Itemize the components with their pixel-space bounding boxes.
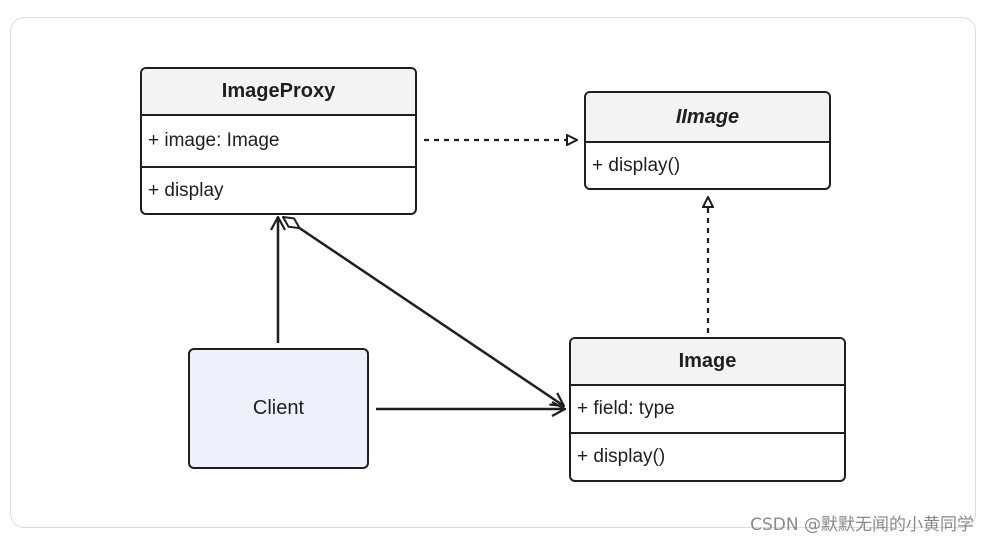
attribute-field: + field: type [571, 386, 844, 434]
aggregation-imageproxy-to-image [283, 217, 564, 406]
class-name-imageproxy: ImageProxy [142, 69, 415, 116]
method-display: + display() [577, 446, 666, 467]
client-label: Client [252, 397, 305, 419]
interface-name-iimage: IImage [586, 93, 829, 143]
class-imageproxy: ImageProxy + image: Image + display [140, 67, 417, 215]
method-display: + display() [592, 154, 681, 176]
client-box: Client [188, 348, 369, 469]
class-name-image: Image [571, 339, 844, 386]
class-image: Image + field: type + display() [569, 337, 846, 482]
watermark: CSDN @默默无闻的小黄同学 [750, 515, 974, 535]
method-display: + display [148, 179, 224, 201]
attribute-image: + image: Image [142, 116, 415, 168]
interface-iimage: IImage + display() [584, 91, 831, 190]
